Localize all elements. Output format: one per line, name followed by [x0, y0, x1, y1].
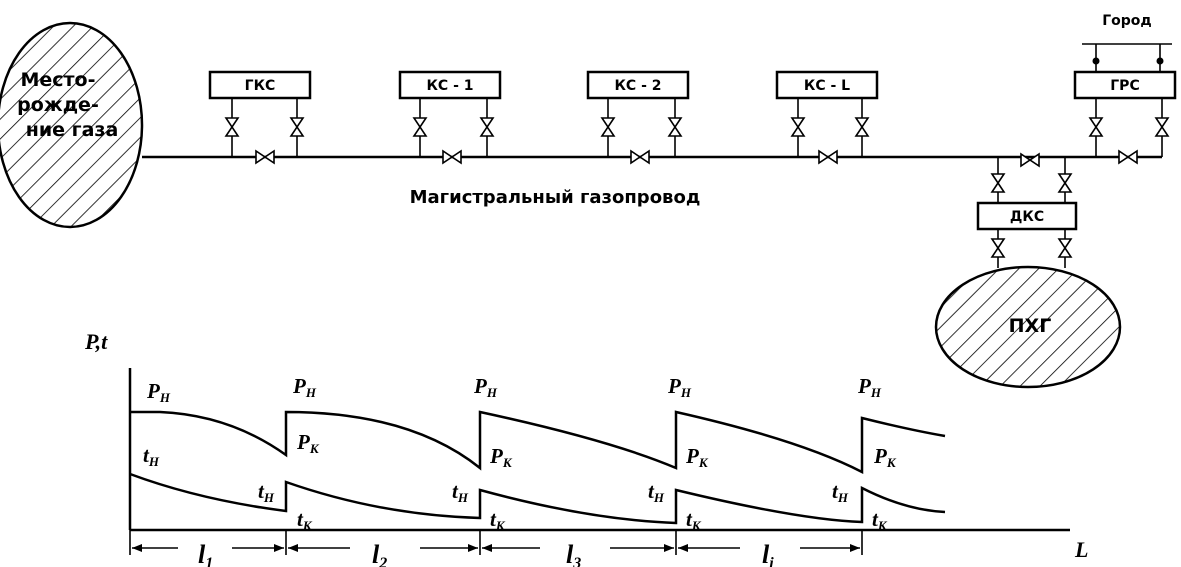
- valve-icon: [668, 117, 682, 137]
- temp-end-label: tК: [686, 507, 702, 533]
- pressure-start-label: PН: [473, 374, 498, 400]
- station-ks1: КС - 1: [398, 70, 502, 164]
- pressure-curve: [130, 410, 946, 475]
- station-ks2: КС - 2: [586, 70, 690, 164]
- valve-icon: [1089, 117, 1103, 137]
- valve-icon: [255, 150, 275, 164]
- temperature-curve: [129, 472, 946, 525]
- valve-icon: [413, 117, 427, 137]
- pressure-start-label: PН: [146, 379, 171, 405]
- gas-field: Место- рожде- ние газа: [0, 21, 144, 229]
- booster-station-label: ДКС: [1010, 209, 1044, 225]
- pressure-start-label: PН: [857, 374, 882, 400]
- valve-icon: [855, 117, 869, 137]
- temp-end-label: tК: [872, 507, 888, 533]
- pressure-start-label: PН: [292, 374, 317, 400]
- segment-dimension: [132, 544, 284, 552]
- valve-icon: [630, 150, 650, 164]
- segment-dimension: [678, 544, 860, 552]
- valve-icon: [818, 150, 838, 164]
- segment-label: l3: [566, 540, 581, 567]
- gas-field-label-3: ние газа: [26, 119, 119, 141]
- city-label: Город: [1102, 13, 1152, 29]
- station-ks1-label: КС - 1: [426, 78, 473, 94]
- pressure-end-label: PК: [296, 430, 320, 456]
- temp-end-label: tК: [297, 507, 313, 533]
- station-grs-label: ГРС: [1110, 78, 1139, 94]
- segment-dimension: [482, 544, 674, 552]
- valve-icon: [601, 117, 615, 137]
- segment-label: l1: [198, 540, 213, 567]
- temp-start-label: tН: [648, 479, 665, 505]
- temp-start-label: tН: [452, 479, 469, 505]
- station-grs: Город ГРС: [1073, 13, 1177, 164]
- temp-end-label: tК: [490, 507, 506, 533]
- segment-dimension: [288, 544, 478, 552]
- gas-storage-label: ПХГ: [1009, 315, 1052, 337]
- station-gks-label: ГКС: [245, 78, 276, 94]
- temp-start-label: tН: [832, 479, 849, 505]
- booster-station: ДКС: [976, 153, 1078, 268]
- valve-icon: [480, 117, 494, 137]
- station-ksl-label: КС - L: [804, 78, 850, 94]
- station-ksl: КС - L: [775, 70, 879, 164]
- x-axis-label: L: [1074, 537, 1088, 562]
- valve-icon: [225, 117, 239, 137]
- valve-icon: [1058, 173, 1072, 193]
- pressure-end-label: PК: [489, 444, 513, 470]
- valve-icon: [290, 117, 304, 137]
- valve-icon: [1118, 150, 1138, 164]
- pressure-end-label: PК: [873, 444, 897, 470]
- gas-storage: ПХГ: [934, 265, 1122, 389]
- valve-icon: [1155, 117, 1169, 137]
- valve-icon: [442, 150, 462, 164]
- segment-label: l2: [372, 540, 387, 567]
- gas-field-label-2: рожде-: [17, 94, 99, 116]
- valve-icon: [991, 238, 1005, 258]
- valve-icon: [991, 173, 1005, 193]
- y-axis-label: P,t: [84, 329, 108, 354]
- station-gks: ГКС: [208, 70, 312, 164]
- temp-start-label: tН: [258, 479, 275, 505]
- pressure-start-label: PН: [667, 374, 692, 400]
- temp-start-label: tН: [143, 443, 160, 469]
- valve-icon: [1058, 238, 1072, 258]
- station-ks2-label: КС - 2: [614, 78, 661, 94]
- valve-icon: [791, 117, 805, 137]
- pressure-end-label: PК: [685, 444, 709, 470]
- gas-field-label-1: Место-: [20, 69, 95, 91]
- pressure-temperature-graph: P,t L: [84, 329, 1088, 567]
- segment-label: li: [762, 540, 774, 567]
- pipeline-label: Магистральный газопровод: [410, 187, 701, 208]
